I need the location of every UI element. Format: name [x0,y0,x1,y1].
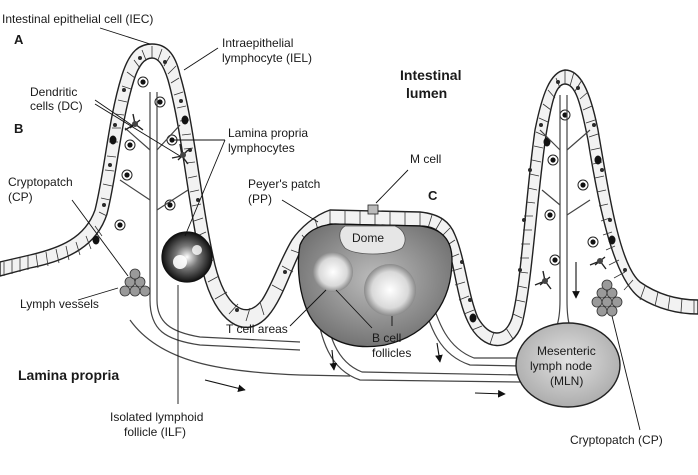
label-pp-line2: (PP) [248,192,272,206]
label-b-cell-line1: B cell [372,331,401,345]
label-ilf-line2: follicle (ILF) [124,425,186,439]
label-mln-line1: Mesenteric [537,344,596,358]
label-lpl-line2: lymphocytes [228,141,295,155]
label-iel-line2: lymphocyte (IEL) [222,51,312,65]
label-cryptopatch-right: Cryptopatch (CP) [570,433,663,447]
label-ilf-line1: Isolated lymphoid [110,410,203,424]
label-cp-line1: Cryptopatch [8,175,73,189]
lamina-propria-lymphocytes [114,76,599,266]
label-lamina-propria: Lamina propria [18,367,119,383]
label-dome: Dome [352,231,384,245]
peyers-patch [297,204,453,348]
label-lumen-line2: lumen [406,85,447,101]
label-cp-line2: (CP) [8,190,33,204]
label-lumen-line1: Intestinal [400,67,461,83]
b-cell-follicle-2 [364,264,416,316]
label-pp-line1: Peyer's patch [248,177,320,191]
label-mln-line3: (MLN) [550,374,583,388]
mesenteric-lymph-node [515,322,621,408]
label-iec: Intestinal epithelial cell (IEC) [2,12,153,26]
b-cell-follicle-1 [313,252,353,292]
label-dc-line1: Dendritic [30,85,77,99]
leader-lines [71,27,641,431]
cryptopatch-left [119,268,151,297]
dome [339,225,406,255]
label-t-cell-areas: T cell areas [226,322,288,336]
panel-letter-c: C [428,188,438,203]
label-b-cell-line2: follicles [372,346,411,360]
label-dc-line2: cells (DC) [30,99,83,113]
panel-letter-b: B [14,121,23,136]
label-mln-line2: lymph node [530,359,592,373]
panel-letter-a: A [14,32,24,47]
dendritic-cells [124,113,607,290]
label-lymph-vessels: Lymph vessels [20,297,99,311]
isolated-lymphoid-follicle [161,231,213,283]
label-iel-line1: Intraepithelial [222,36,293,50]
label-m-cell: M cell [410,152,441,166]
label-lpl-line1: Lamina propria [228,126,308,140]
cryptopatch-right [591,279,623,317]
flow-arrows [204,262,580,398]
m-cell [367,204,379,215]
